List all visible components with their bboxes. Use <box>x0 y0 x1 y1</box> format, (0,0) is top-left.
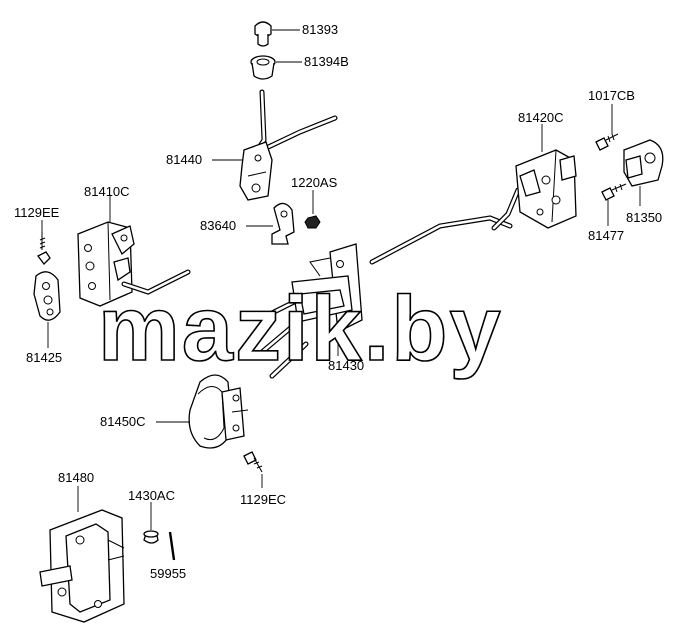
part-81420C-latch[interactable] <box>515 149 577 229</box>
label-1129EE: 1129EE <box>14 205 60 220</box>
part-83640-bracket[interactable] <box>271 202 295 245</box>
part-81480-lock-assembly[interactable] <box>39 509 125 623</box>
label-81410C: 81410C <box>84 184 130 199</box>
part-1220AS-nut[interactable] <box>304 215 321 229</box>
label-81477: 81477 <box>588 228 624 243</box>
label-81350: 81350 <box>626 210 662 225</box>
label-1430AC: 1430AC <box>128 488 175 503</box>
label-81425: 81425 <box>26 350 62 365</box>
label-81440: 81440 <box>166 152 202 167</box>
label-1220AS: 1220AS <box>291 175 338 190</box>
label-1129EC: 1129EC <box>240 492 286 507</box>
part-81425-spacer[interactable] <box>33 271 61 321</box>
part-81440-lock-rod[interactable] <box>239 89 338 201</box>
part-81394B-grommet[interactable] <box>250 55 276 80</box>
label-81480: 81480 <box>58 470 94 485</box>
connecting-rod[interactable] <box>369 187 521 265</box>
watermark-text: mazik.by <box>98 278 503 380</box>
part-81393-knob[interactable] <box>254 21 272 47</box>
label-81394B: 81394B <box>304 54 349 69</box>
part-1430AC-plug[interactable] <box>143 530 159 544</box>
part-81450C-handle-bracket[interactable] <box>188 374 249 449</box>
label-81393: 81393 <box>302 22 338 37</box>
part-1017CB-screw[interactable] <box>595 133 619 151</box>
label-1017CB: 1017CB <box>588 88 635 103</box>
label-81450C: 81450C <box>100 414 146 429</box>
label-81420C: 81420C <box>518 110 564 125</box>
part-81430-inside-handle[interactable] <box>259 243 363 379</box>
part-1129EC-screw[interactable] <box>243 451 263 473</box>
label-81430: 81430 <box>328 358 364 373</box>
label-59955: 59955 <box>150 566 186 581</box>
part-81477-screw[interactable] <box>601 183 627 201</box>
part-59955-pin[interactable] <box>168 531 176 561</box>
part-81410C-door-latch[interactable] <box>77 221 191 307</box>
part-1129EE-screw[interactable] <box>37 232 51 265</box>
part-81350-striker[interactable] <box>623 139 664 187</box>
label-83640: 83640 <box>200 218 236 233</box>
